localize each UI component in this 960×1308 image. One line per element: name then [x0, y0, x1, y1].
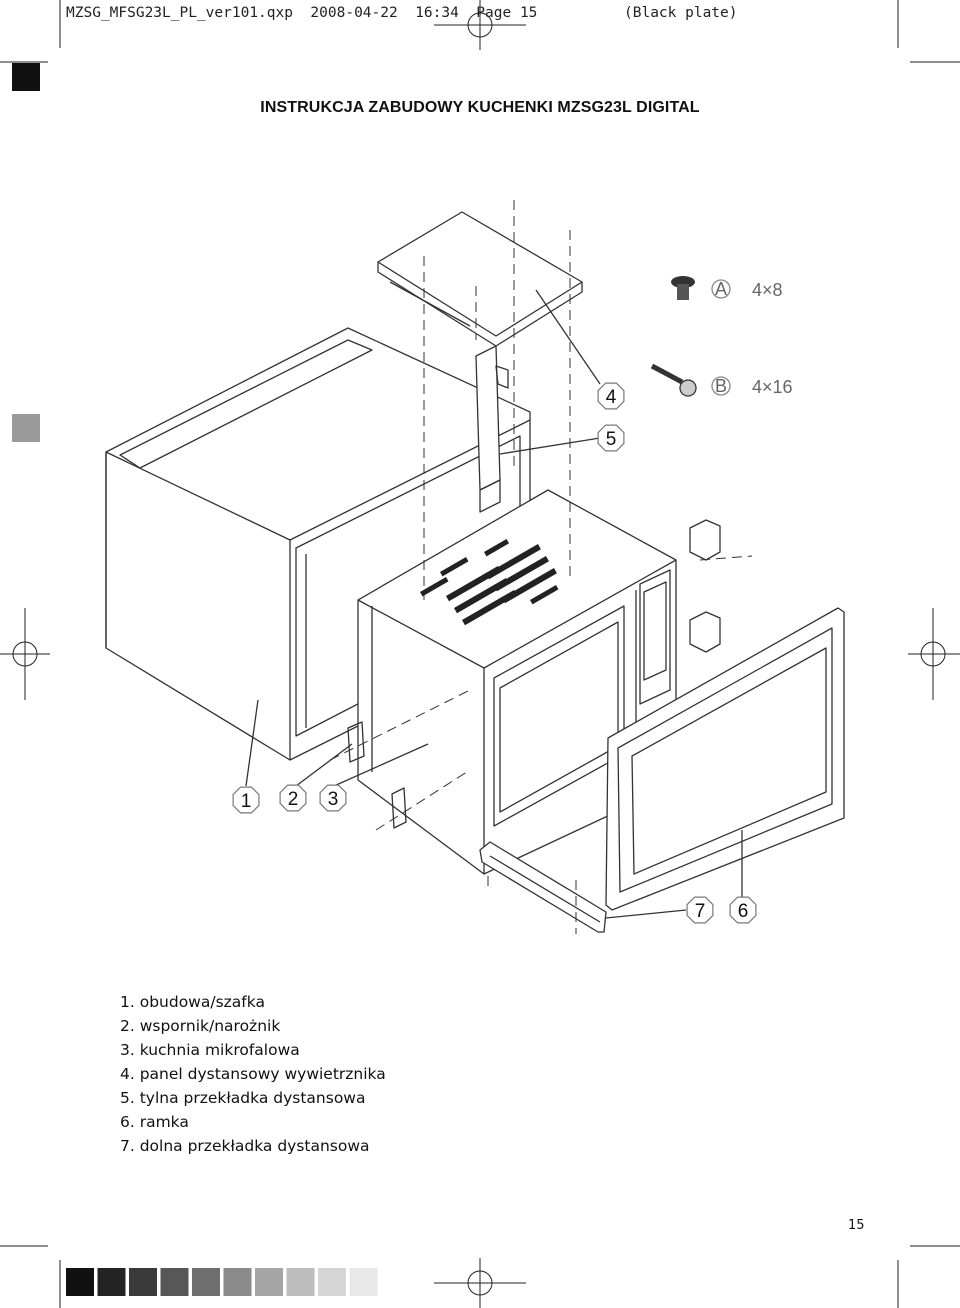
callout-badge: [729, 896, 757, 924]
callout-number: 7: [695, 901, 706, 922]
color-swatch: [97, 1268, 126, 1296]
legend-item: 7. dolna przekładka dystansowa: [120, 1137, 370, 1155]
color-bar: [66, 1268, 378, 1296]
legend-item: 2. wspornik/narożnik: [120, 1017, 281, 1035]
callout-badge: [597, 424, 625, 452]
color-swatch: [318, 1268, 346, 1296]
bottom-spacer-drawing: [479, 841, 607, 933]
color-swatch: [160, 1268, 189, 1296]
color-swatch: [192, 1268, 220, 1296]
color-swatch: [66, 1268, 94, 1296]
page-title: INSTRUKCJA ZABUDOWY KUCHENKI MZSG23L DIG…: [260, 99, 700, 116]
black-tab-square: [12, 63, 40, 91]
legend-item: 4. panel dystansowy wywietrznika: [120, 1065, 386, 1083]
callouts: 1 2 3 4 5 6 7: [232, 382, 757, 924]
legend-item: 3. kuchnia mikrofalowa: [120, 1041, 300, 1059]
screw-b-letter: B: [715, 376, 727, 396]
legend-item: 1. obudowa/szafka: [120, 993, 265, 1011]
callout-badge: [232, 786, 260, 814]
color-swatch: [223, 1268, 252, 1296]
screw-a-size: 4×8: [752, 280, 783, 300]
rear-spacer-drawing: [475, 345, 509, 513]
callout-number: 3: [328, 789, 339, 810]
callout-number: 2: [288, 789, 299, 810]
callout-number: 6: [738, 901, 749, 922]
screw-b-icon: [650, 363, 731, 397]
parts-legend: 1. obudowa/szafka 2. wspornik/narożnik 3…: [120, 990, 386, 1158]
legend-item: 6. ramka: [120, 1113, 189, 1131]
callout-badge: [319, 784, 347, 812]
callout-number: 4: [606, 387, 617, 408]
frame-drawing: [605, 607, 845, 911]
color-swatch: [349, 1268, 378, 1296]
color-swatch: [255, 1268, 283, 1296]
vent-slots: [419, 539, 559, 626]
callout-badge: [597, 382, 625, 410]
callout-badge: [279, 784, 307, 812]
color-swatch: [286, 1268, 315, 1296]
screw-a-icon: [671, 276, 731, 300]
page-number: 15: [848, 1218, 865, 1233]
screw-b-size: 4×16: [752, 377, 793, 397]
brackets-drawing: [347, 519, 721, 829]
callout-number: 5: [606, 429, 617, 450]
callout-badge: [686, 896, 714, 924]
print-slug: MZSG_MFSG23L_PL_ver101.qxp 2008-04-22 16…: [66, 5, 538, 21]
gray-tab-square: [12, 414, 40, 442]
plate-label: (Black plate): [624, 5, 738, 21]
callout-number: 1: [241, 791, 252, 812]
screw-a-letter: A: [715, 279, 727, 299]
color-swatch: [129, 1268, 157, 1296]
vent-panel-drawing: [377, 211, 583, 347]
legend-item: 5. tylna przekładka dystansowa: [120, 1089, 366, 1107]
